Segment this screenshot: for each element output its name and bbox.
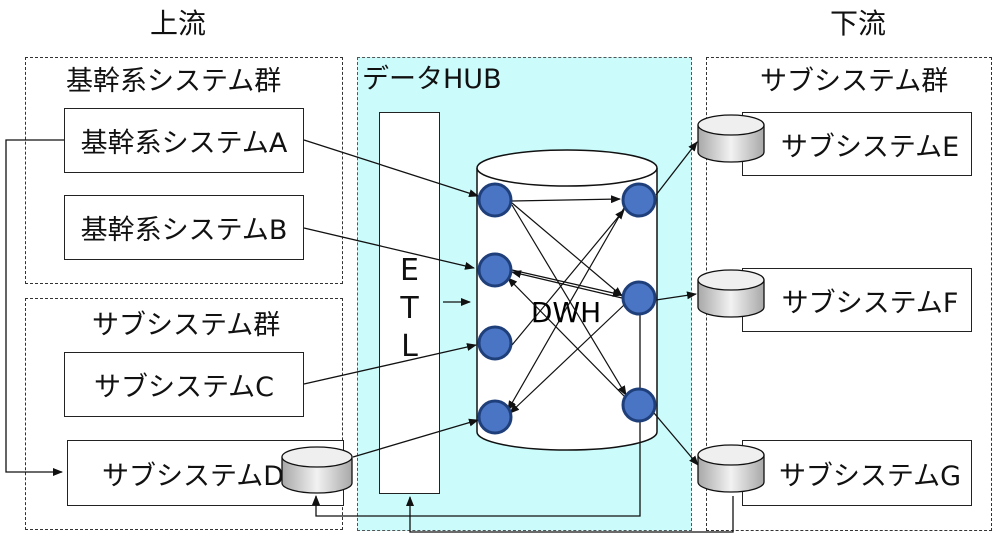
subsystem-c-label: サブシステムC	[93, 372, 275, 403]
core-group-label: 基幹系システム群	[66, 66, 282, 97]
subsystem-f-label: サブシステムF	[781, 287, 959, 319]
subsystem-d[interactable]: サブシステムD	[67, 440, 344, 506]
etl-letter-t: T	[400, 291, 419, 326]
subsystem-g[interactable]: サブシステムG	[742, 440, 972, 506]
core-system-a-label: 基幹系システムA	[80, 128, 288, 159]
core-system-a[interactable]: 基幹系システムA	[64, 108, 304, 173]
data-hub-label: データHUB	[362, 64, 502, 95]
right-subgroup-label: サブシステム群	[760, 66, 949, 97]
left-subgroup-label: サブシステム群	[92, 310, 281, 341]
upstream-label: 上流	[150, 7, 207, 40]
subsystem-e-label: サブシステムE	[780, 131, 960, 163]
subsystem-d-label: サブシステムD	[102, 460, 284, 492]
etl-box: E T L	[379, 112, 440, 494]
downstream-label: 下流	[830, 7, 887, 40]
subsystem-f[interactable]: サブシステムF	[742, 268, 972, 332]
subsystem-g-label: サブシステムG	[778, 460, 962, 492]
etl-letter-e: E	[400, 253, 419, 288]
etl-letter-l: L	[401, 329, 418, 364]
core-system-b[interactable]: 基幹系システムB	[64, 195, 304, 260]
subsystem-e[interactable]: サブシステムE	[742, 112, 972, 176]
core-system-b-label: 基幹系システムB	[80, 215, 288, 246]
subsystem-c[interactable]: サブシステムC	[64, 352, 304, 417]
